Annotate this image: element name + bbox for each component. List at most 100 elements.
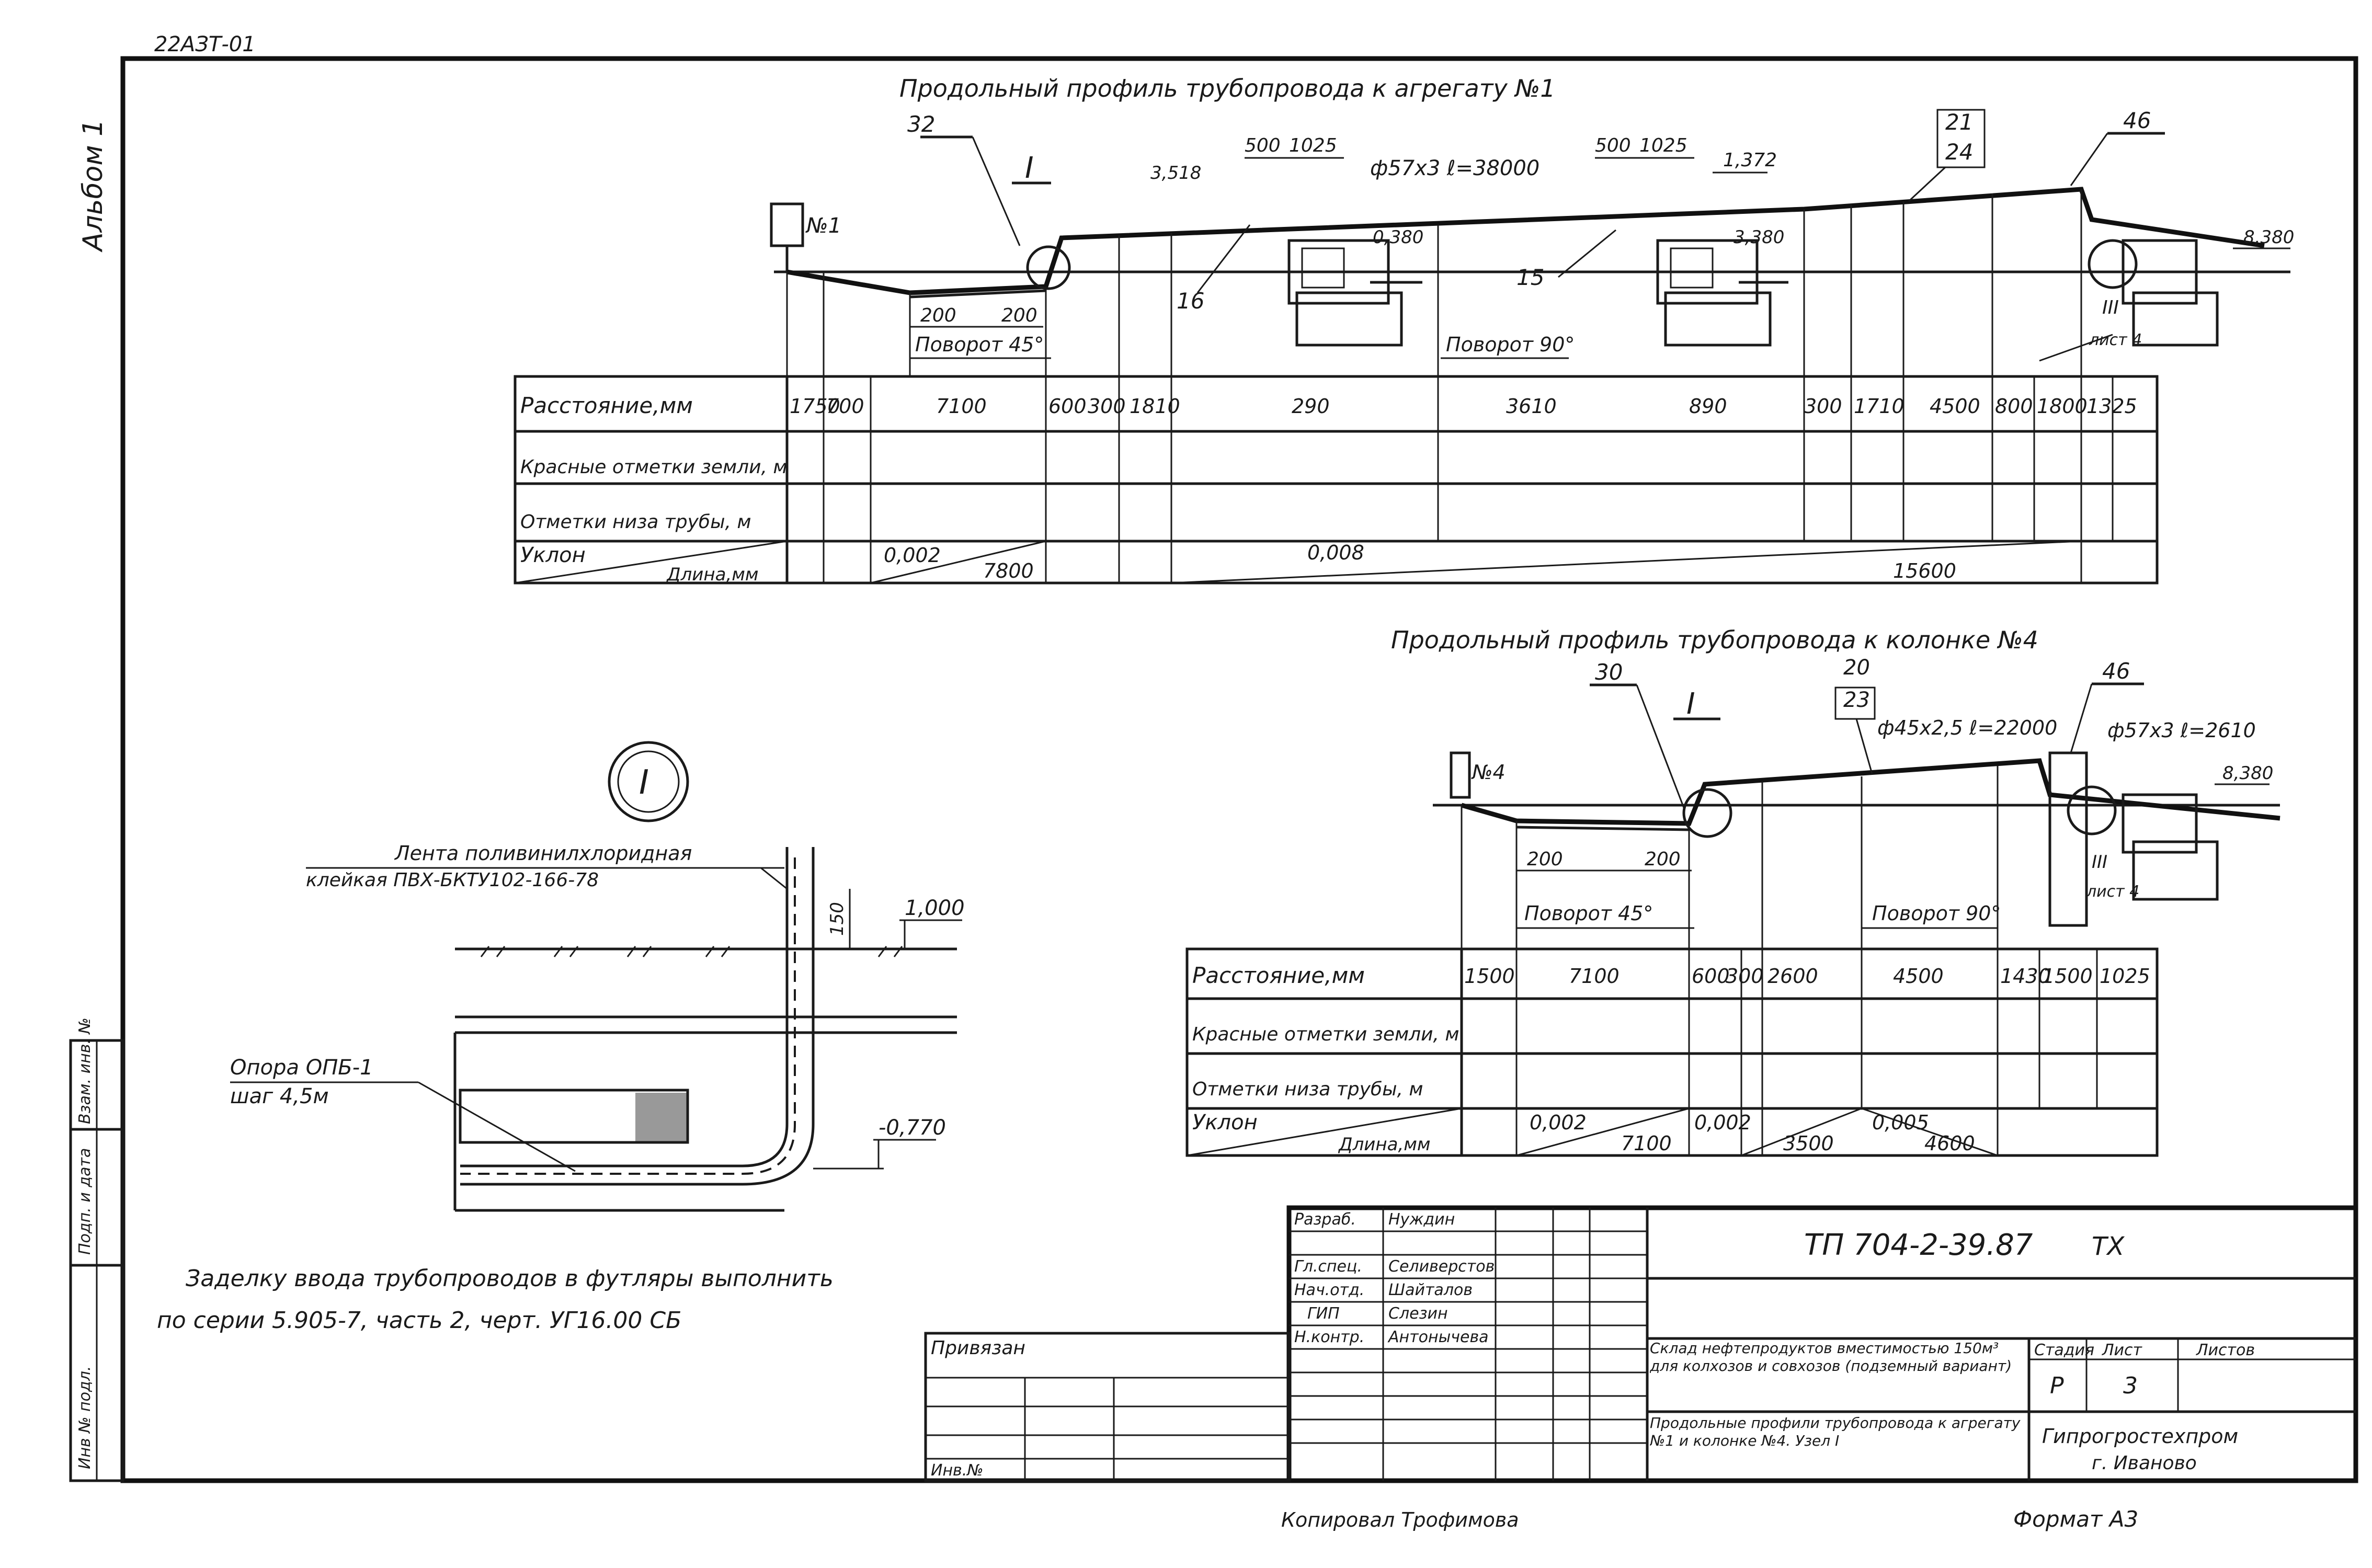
tb-name-1: Нуждин: [1388, 1210, 1455, 1229]
p1-dim-3380: 3,380: [1734, 227, 1784, 248]
p2-dim-200-b: 200: [1645, 849, 1681, 870]
album-label: Альбом 1: [77, 119, 109, 253]
tb-stage: Р: [2050, 1372, 2064, 1399]
tb-sheets-label: Листов: [2196, 1341, 2255, 1359]
tb-name-4: Слезин: [1388, 1304, 1448, 1323]
tb-name-2: Селиверстов: [1388, 1257, 1495, 1276]
profile-2: Продольный профиль трубопровода к колонк…: [1185, 626, 2280, 1157]
p2-row-slope: Уклон: [1192, 1111, 1258, 1135]
profile-1-pipe: [786, 187, 2265, 295]
p1-pipe-note: ф57х3 ℓ=38000: [1370, 156, 1539, 180]
tb-doc-suffix: ТХ: [2092, 1232, 2125, 1261]
note-line-1: Заделку ввода трубопроводов в футляры вы…: [186, 1265, 834, 1292]
tank-4: [2122, 793, 2219, 901]
tb-sheet-title: Продольные профили трубопровода к агрега…: [1650, 1414, 2021, 1449]
p1-dim-8380: 8,380: [2243, 227, 2294, 248]
profile-2-title: Продольный профиль трубопровода к колонк…: [1391, 626, 2038, 654]
profile-2-table: Расстояние,мм Красные отметки земли, м О…: [1185, 947, 2159, 1157]
tb-tied: Привязан: [931, 1337, 1025, 1359]
profile-1-title: Продольный профиль трубопровода к агрега…: [899, 74, 1555, 102]
unit-4-symbol: [1450, 751, 1471, 799]
unit-1-label: №1: [805, 214, 841, 238]
p2-dist-9: 1025: [2100, 965, 2150, 988]
callout-20: 20: [1843, 656, 1870, 680]
profile-1: Продольный профиль трубопровода к агрега…: [514, 74, 2294, 585]
side-stamp-inv: Инв № подл.: [76, 1366, 94, 1469]
sheet-format: Формат А3: [2013, 1506, 2138, 1532]
p2-turn-90: Поворот 90°: [1872, 902, 2001, 925]
callout-I-2: I: [1686, 687, 1695, 721]
detail-level-top: 1,000: [905, 896, 965, 920]
callout-23: 23: [1843, 688, 1870, 712]
p1-dim-500-b: 500: [1595, 135, 1631, 156]
p2-slope-1: 0,002: [1530, 1111, 1587, 1134]
callout-32: 32: [907, 111, 935, 137]
p1-row-slope: Уклон: [520, 543, 586, 567]
callout-46-1: 46: [2123, 108, 2151, 133]
node-III-circle-1: [2088, 239, 2138, 289]
p1-dim-0380: 0,380: [1373, 227, 1423, 248]
p1-slope-1: 0,002: [884, 544, 941, 567]
p2-slope-3: 0,005: [1872, 1111, 1929, 1134]
detail-support-2: шаг 4,5м: [230, 1084, 329, 1108]
callout-24: 24: [1945, 139, 1973, 165]
tb-name-3: Шайталов: [1388, 1281, 1473, 1299]
tb-org-2: г. Иваново: [2092, 1452, 2197, 1474]
node-I-circle-1: [1026, 245, 1071, 290]
side-stamp-replace: Взам. инв. №: [76, 1017, 94, 1124]
tank-1: [1287, 239, 1422, 347]
p1-dist-14: 1800: [2037, 395, 2088, 418]
detail-I: I Лента поливинилхлоридная клейкая ПВХ-Б…: [230, 741, 965, 1212]
p2-dist-2: 7100: [1569, 965, 1620, 988]
p1-dim-1025-b: 1025: [1639, 135, 1687, 156]
p2-dist-1: 1500: [1464, 965, 1515, 988]
copied-by: Копировал Трофимова: [1281, 1508, 1519, 1531]
profile-1-table: Расстояние,мм Красные отметки земли, м О…: [514, 375, 2159, 585]
detail-tape-note-1: Лента поливинилхлоридная: [394, 842, 692, 865]
p1-row-distance: Расстояние,мм: [520, 393, 693, 418]
p1-dist-7: 290: [1292, 395, 1330, 418]
p1-dim-3518: 3,518: [1150, 163, 1201, 184]
detail-support-1: Опора ОПБ-1: [230, 1056, 373, 1080]
p1-dist-13: 800: [1995, 395, 2033, 418]
tank-3: [2122, 239, 2219, 347]
p2-row-distance: Расстояние,мм: [1192, 963, 1365, 988]
p1-dim-200-b: 200: [1001, 305, 1037, 326]
p1-dist-8: 3610: [1506, 395, 1557, 418]
p2-pipe-note-1: ф45х2,5 ℓ=22000: [1877, 716, 2057, 739]
callout-sheet4-2: лист 4: [2086, 883, 2139, 901]
p2-turn-45: Поворот 45°: [1524, 902, 1653, 925]
p1-row-bottom-marks: Отметки низа трубы, м: [520, 511, 751, 533]
tb-name-5: Антонычева: [1387, 1328, 1489, 1346]
p1-dist-12: 4500: [1930, 395, 1980, 418]
tank-2: [1656, 239, 1788, 347]
detail-casing: [460, 847, 789, 1168]
detail-marker-inner: [617, 750, 680, 813]
callout-30: 30: [1595, 659, 1623, 685]
callout-15: 15: [1516, 265, 1544, 290]
p1-slope-2: 0,008: [1307, 541, 1364, 564]
title-block: Разраб. Гл.спец. Нач.отд. ГИП Н.контр. Н…: [924, 1205, 2358, 1483]
sheet-code-top: 22АЗТ-01: [154, 32, 256, 56]
p1-dist-2: 700: [826, 395, 864, 418]
callout-I-1: I: [1025, 151, 1034, 185]
p2-pipe-note-2: ф57х3 ℓ=2610: [2107, 719, 2256, 742]
tb-doc-code: ТП 704-2-39.87: [1804, 1228, 2033, 1262]
p2-dist-8: 1500: [2042, 965, 2093, 988]
p2-row-length: Длина,мм: [1338, 1134, 1431, 1155]
detail-tape-note-2: клейкая ПВХ-БКТУ102-166-78: [306, 869, 599, 891]
tb-stage-label: Стадия: [2034, 1341, 2094, 1359]
p2-slope-2: 0,002: [1694, 1111, 1751, 1134]
tb-sheet-no: 3: [2123, 1372, 2138, 1399]
unit-1-symbol: [770, 202, 804, 247]
detail-marker-label: I: [639, 763, 649, 802]
p1-dist-5: 300: [1088, 395, 1126, 418]
p2-dist-3: 600: [1692, 965, 1730, 988]
tb-role-4: ГИП: [1307, 1304, 1340, 1323]
p1-dist-6: 1810: [1130, 395, 1180, 418]
tb-sheet-label: Лист: [2102, 1341, 2143, 1359]
p1-dim-1372: 1,372: [1723, 150, 1777, 171]
p2-length-3: 4600: [1924, 1132, 1975, 1155]
node-I-circle-2: [1682, 788, 1732, 838]
